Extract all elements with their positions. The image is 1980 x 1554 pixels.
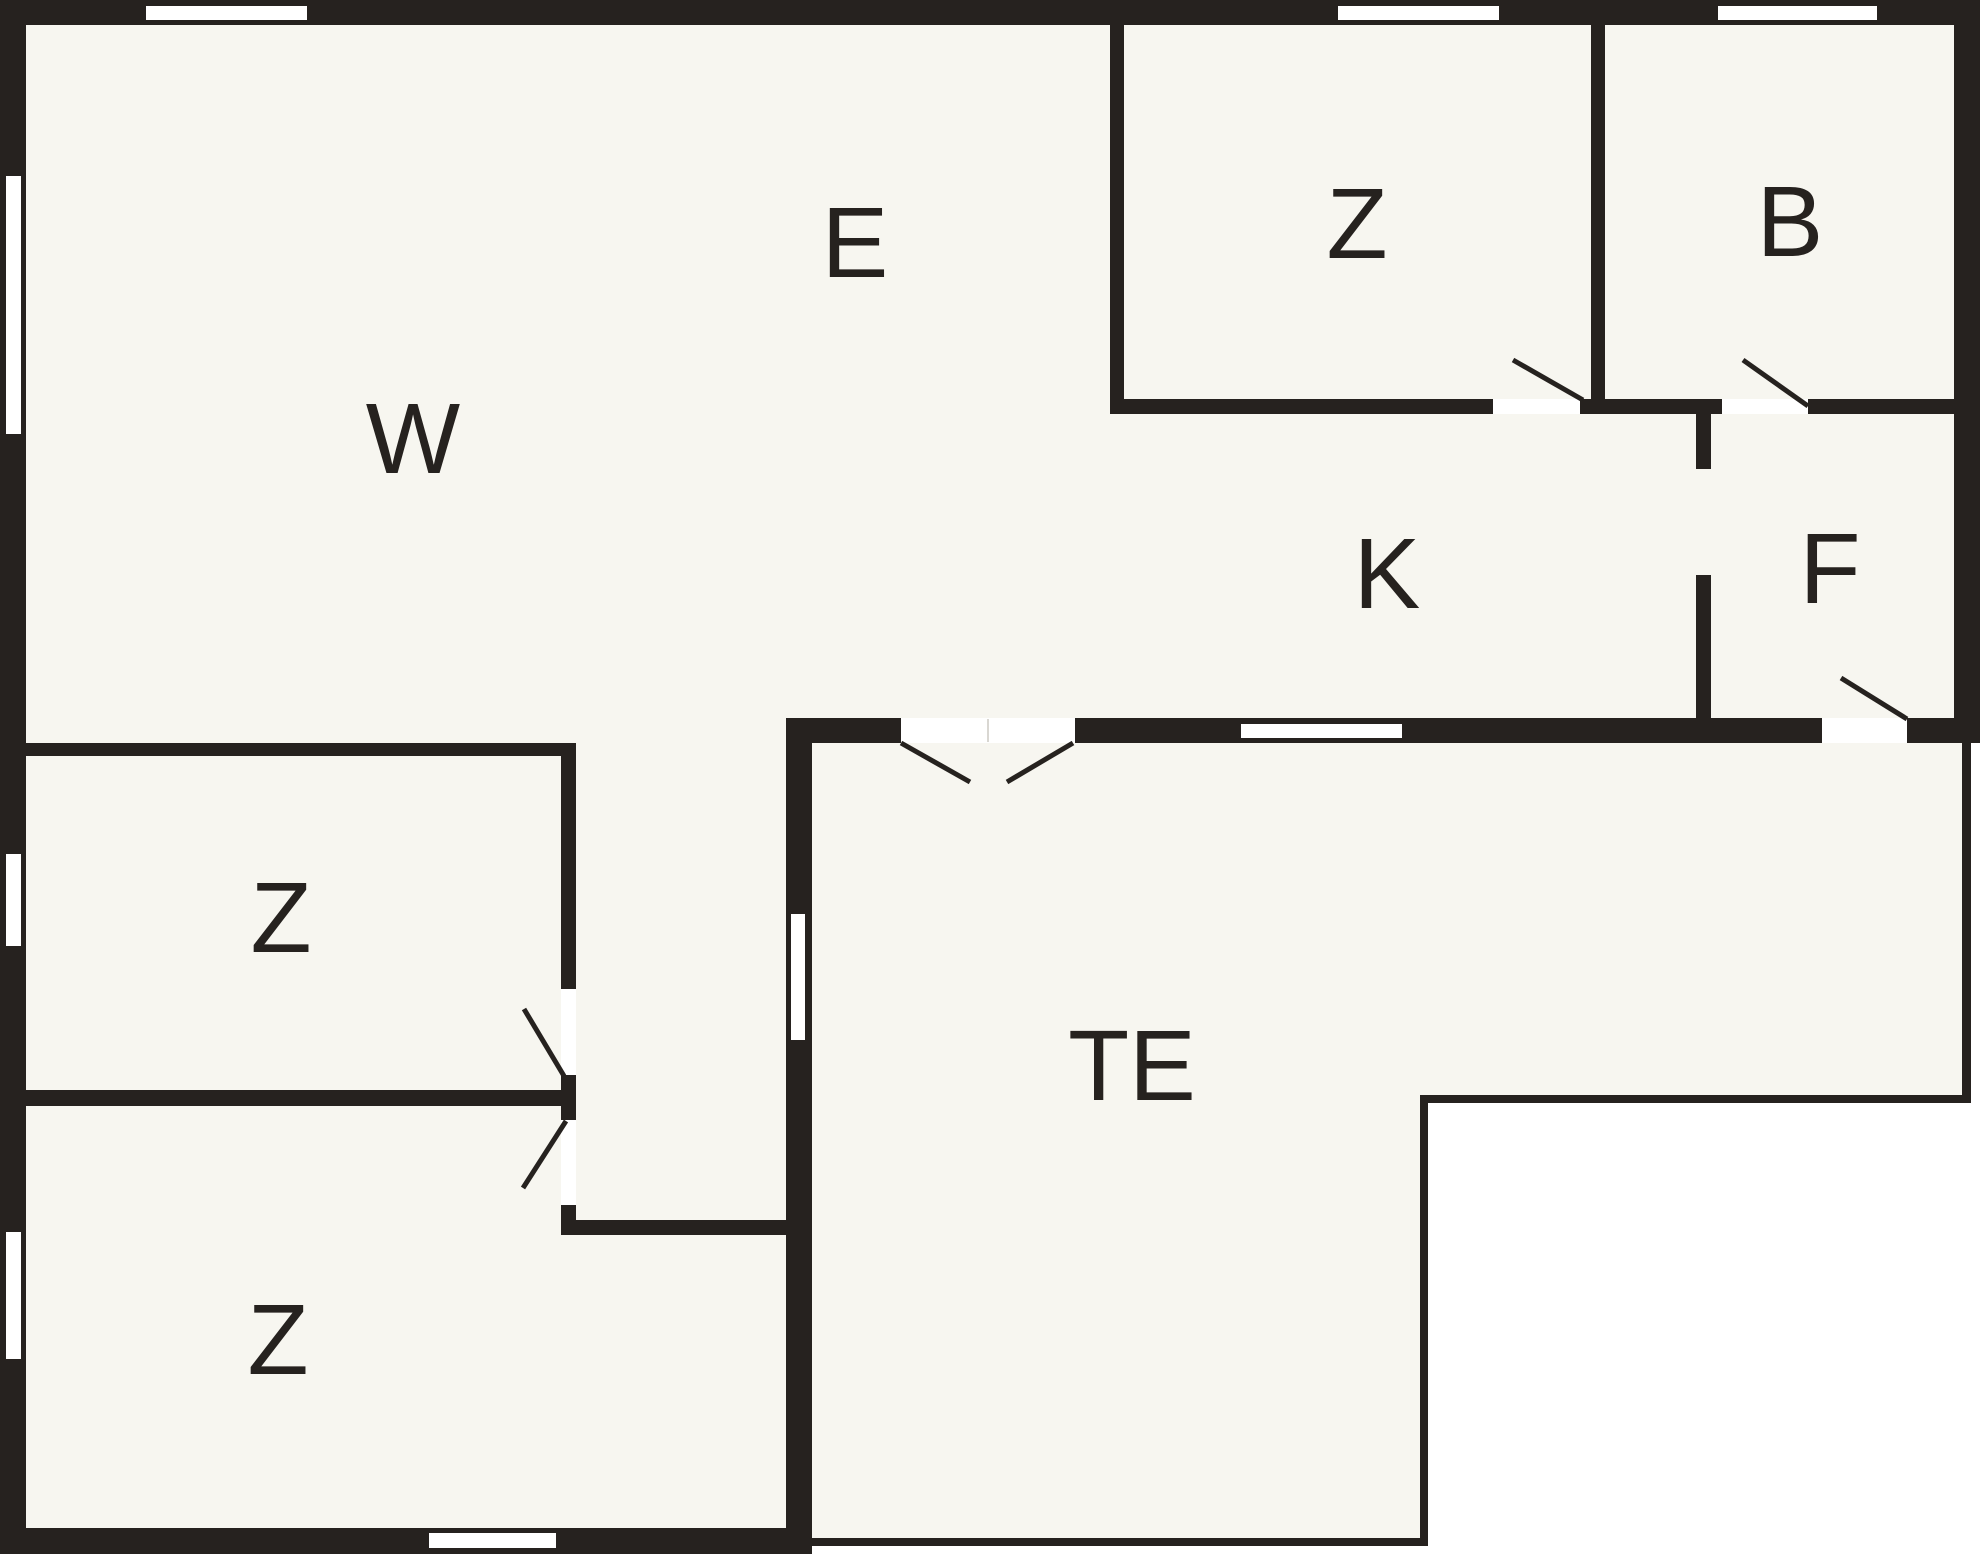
svg-text:E: E [822, 187, 889, 299]
svg-text:TE: TE [1068, 1010, 1196, 1122]
svg-text:F: F [1799, 513, 1860, 625]
svg-text:Z: Z [250, 862, 311, 974]
svg-text:W: W [366, 383, 461, 495]
svg-text:Z: Z [1326, 168, 1387, 280]
svg-text:B: B [1757, 166, 1824, 278]
svg-text:Z: Z [247, 1284, 308, 1396]
svg-text:K: K [1354, 518, 1421, 630]
